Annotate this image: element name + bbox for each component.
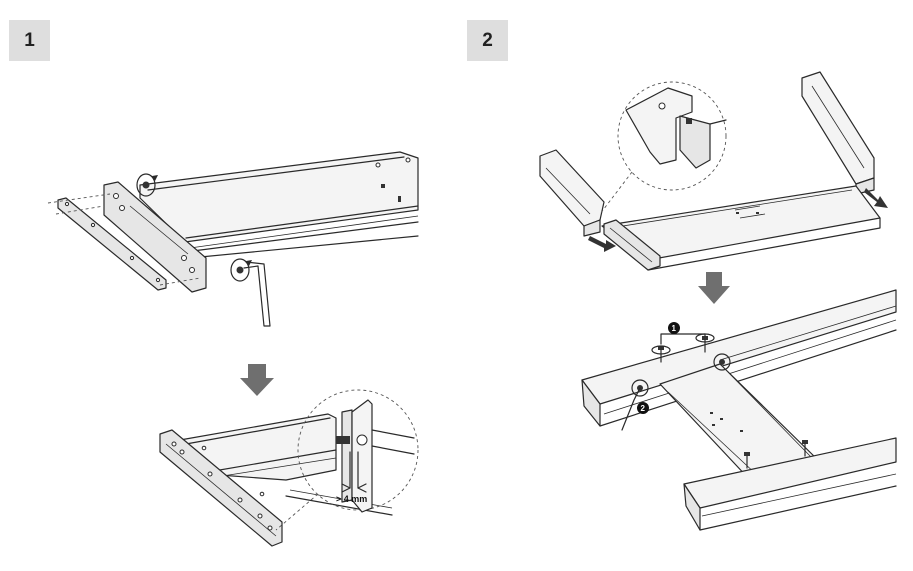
rotate-arrow-icon — [230, 258, 252, 282]
gap-measurement-label: > 4 mm — [336, 494, 367, 504]
step-2-frame-sliding — [539, 71, 881, 271]
screw-icon — [802, 440, 808, 457]
svg-text:1: 1 — [672, 324, 677, 333]
screw-icon — [744, 452, 750, 469]
step-1-badge: 1 — [9, 20, 50, 61]
step-2-badge: 2 — [467, 20, 508, 61]
down-arrow-icon — [240, 364, 274, 396]
end-plate — [103, 181, 207, 293]
end-plate-mounted — [159, 429, 283, 547]
step-1-frame-after — [179, 413, 393, 516]
down-arrow-icon — [698, 272, 730, 304]
detail-magnifier: > 4 mm — [275, 389, 419, 531]
step-2-frame-assembled — [581, 289, 897, 531]
hex-key-icon — [243, 261, 271, 327]
svg-text:2: 2 — [641, 404, 646, 413]
step-1-frame-before — [139, 151, 419, 259]
hex-key-icon — [621, 387, 641, 431]
alignment-dashes — [47, 193, 201, 286]
side-bracket — [57, 197, 167, 291]
callout-2: 2 — [637, 402, 649, 414]
slide-arrow-left — [588, 236, 616, 252]
screw-icon — [658, 346, 664, 363]
callout-1: 1 — [660, 322, 706, 345]
slide-arrow-right — [864, 188, 888, 208]
detail-magnifier-2 — [599, 81, 727, 215]
rotate-arrow-icon — [136, 173, 158, 197]
